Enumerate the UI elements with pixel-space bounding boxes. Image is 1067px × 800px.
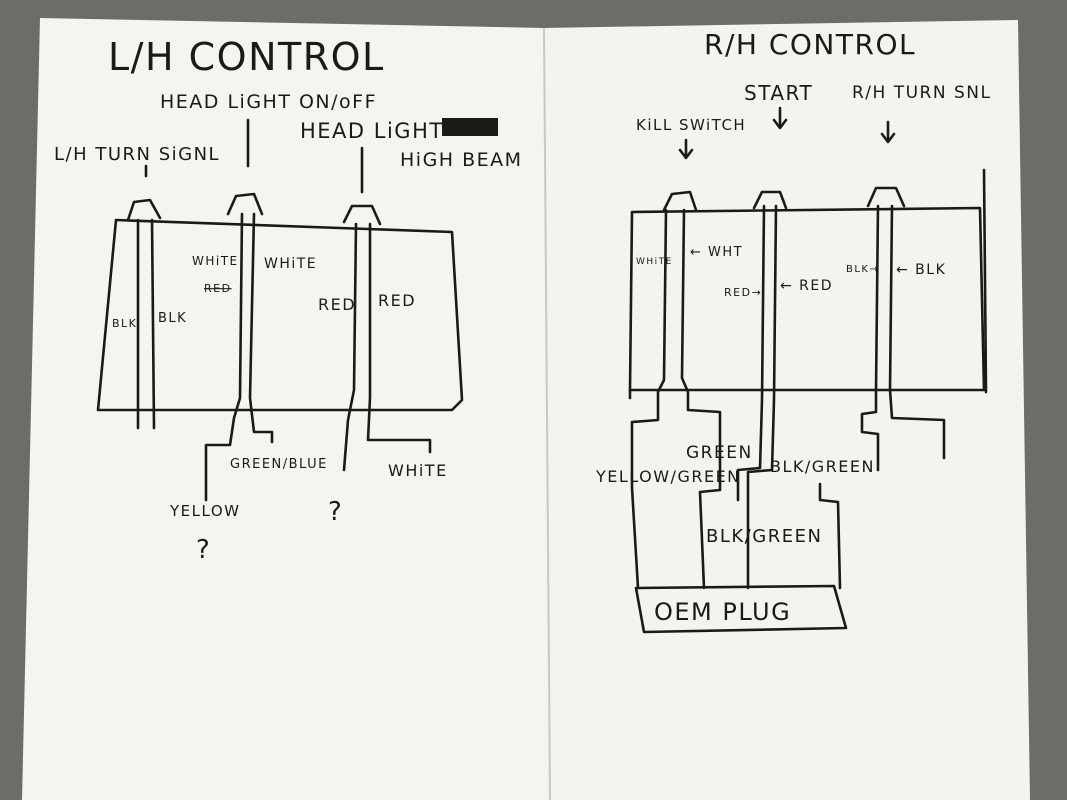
left-button-turn [126, 198, 162, 222]
right-housing-edge [982, 168, 988, 394]
left-wire-red-left: RED [318, 295, 356, 314]
left-out-green-blue: GREEN/BLUE [230, 457, 328, 472]
right-wire-red-left: RED→ [724, 286, 762, 299]
left-wire-blk-right: BLK [158, 311, 187, 326]
right-paper-sheet [543, 20, 1030, 800]
right-control-drawing [628, 106, 988, 634]
left-wire-white-left: WHiTE [192, 254, 239, 268]
right-label-turn-signal: R/H TURN SNL [852, 83, 991, 103]
right-wire-wht-right: ← WHT [690, 245, 743, 260]
left-unknown-1: ? [196, 535, 211, 565]
left-unknown-2: ? [328, 497, 343, 527]
left-button-headlight [226, 192, 264, 216]
left-label-headlight-onoff: HEAD LiGHT ON/oFF [160, 91, 377, 113]
right-out-blk-green-bottom: BLK/GREEN [706, 526, 822, 547]
left-wire-blk-left: BLK [112, 317, 137, 330]
left-housing [96, 218, 464, 412]
right-label-start: START [744, 81, 813, 105]
right-out-yellow-green: YELLOW/GREEN [595, 467, 741, 486]
left-wire-red-crossed: RED [204, 282, 232, 295]
right-out-blk-green-top: BLK/GREEN [770, 457, 875, 476]
sheet-seam [543, 27, 551, 800]
oem-plug-body [634, 584, 848, 634]
left-label-headlight-hibeam-top: HEAD LiGHT [300, 119, 444, 143]
left-out-yellow: YELLOW [169, 502, 240, 520]
right-out-green: GREEN [686, 443, 753, 463]
scribbled-out-word [442, 118, 498, 136]
right-wire-red-right: ← RED [780, 278, 833, 294]
right-wire-wht-left: WHiTE [636, 257, 673, 267]
left-title: L/H CONTROL [108, 35, 385, 79]
right-housing [628, 206, 986, 392]
right-title: R/H CONTROL [704, 28, 916, 61]
left-out-white: WHiTE [388, 461, 448, 480]
left-control-drawing [96, 118, 464, 502]
left-label-turn-signal: L/H TURN SiGNL [54, 144, 220, 165]
left-button-hibeam [342, 204, 382, 226]
left-wire-red-right: RED [378, 291, 416, 310]
left-wire-white-right: WHiTE [264, 256, 317, 272]
right-label-kill-switch: KiLL SWiTCH [636, 116, 746, 134]
right-wire-blk-left: BLK→ [846, 264, 879, 275]
left-label-headlight-hibeam-bottom: HiGH BEAM [400, 149, 523, 171]
right-wire-blk-right: ← BLK [896, 262, 946, 278]
right-oem-plug-label: OEM PLUG [654, 598, 791, 626]
